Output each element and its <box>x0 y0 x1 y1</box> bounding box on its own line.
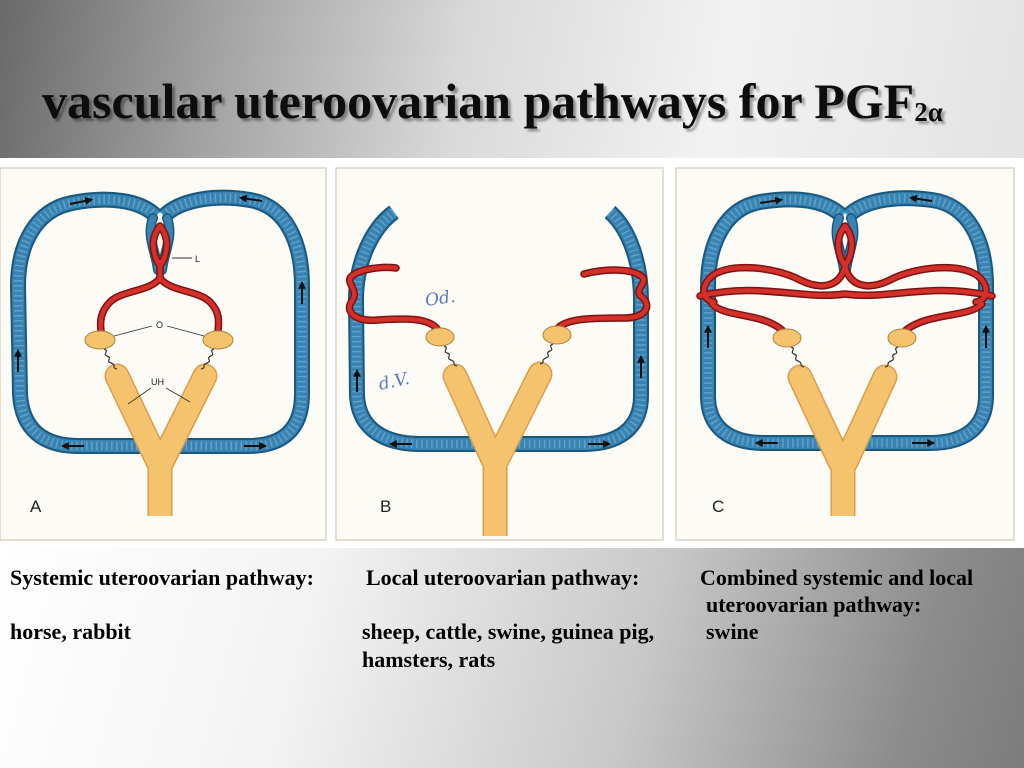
panel-a: L O UH A <box>0 167 327 541</box>
ovary-right <box>542 325 572 345</box>
leader-line <box>165 387 191 403</box>
title-band: vascular uteroovarian pathways for PGF2α <box>0 0 1024 158</box>
ovary-left <box>84 330 116 350</box>
ovary-right <box>202 330 234 350</box>
label-l: L <box>195 254 200 264</box>
panel-b-flow-arrows <box>353 354 645 448</box>
panel-b: Od. d.V. B <box>335 167 664 540</box>
oviduct-right <box>884 346 899 368</box>
caption-combined-heading-line1: Combined systemic and local <box>700 565 974 590</box>
leader-line <box>166 325 205 337</box>
pathways-figure: L O UH A <box>0 167 1015 548</box>
handwritten-note-1: Od. <box>424 287 457 311</box>
oviduct-left <box>443 345 458 367</box>
panel-c: C <box>675 167 1015 541</box>
panel-a-flow-arrows <box>14 194 306 450</box>
caption-combined-species: swine <box>706 619 759 644</box>
label-o: O <box>156 320 163 330</box>
leader-line <box>113 325 153 337</box>
oviduct-right <box>200 348 215 370</box>
figure-band: L O UH A <box>0 158 1024 548</box>
flow-arrow <box>908 194 933 203</box>
panel-b-letter: B <box>380 497 391 516</box>
ovary-left <box>425 327 455 347</box>
title-text: vascular uteroovarian pathways for PGF <box>42 73 915 129</box>
caption-local-species-line1: sheep, cattle, swine, guinea pig, <box>362 619 655 644</box>
leader-line <box>127 387 152 405</box>
ovary-right <box>887 328 917 348</box>
slide-title: vascular uteroovarian pathways for PGF2α <box>42 76 943 137</box>
panel-c-flow-arrows <box>704 194 990 447</box>
oviduct-left <box>790 346 805 368</box>
caption-band <box>0 548 1024 768</box>
oviduct-left <box>103 348 118 370</box>
flow-arrow <box>759 196 784 205</box>
flow-arrow <box>69 197 94 205</box>
panel-c-letter: C <box>712 497 724 516</box>
caption-systemic-species: horse, rabbit <box>10 619 131 644</box>
caption-local-species-line2: hamsters, rats <box>362 647 496 672</box>
label-uh: UH <box>151 377 164 387</box>
panel-a-letter: A <box>30 497 42 516</box>
panel-a-labels: L O UH A <box>30 254 205 516</box>
oviduct-right <box>539 343 554 365</box>
title-subscript: 2α <box>914 97 943 127</box>
ovary-left <box>772 328 802 348</box>
caption-systemic-heading: Systemic uteroovarian pathway: <box>10 565 314 590</box>
caption-local-heading: Local uteroovarian pathway: <box>366 565 640 590</box>
caption-combined-heading-line2: uteroovarian pathway: <box>706 592 922 617</box>
flow-arrow <box>238 194 263 203</box>
